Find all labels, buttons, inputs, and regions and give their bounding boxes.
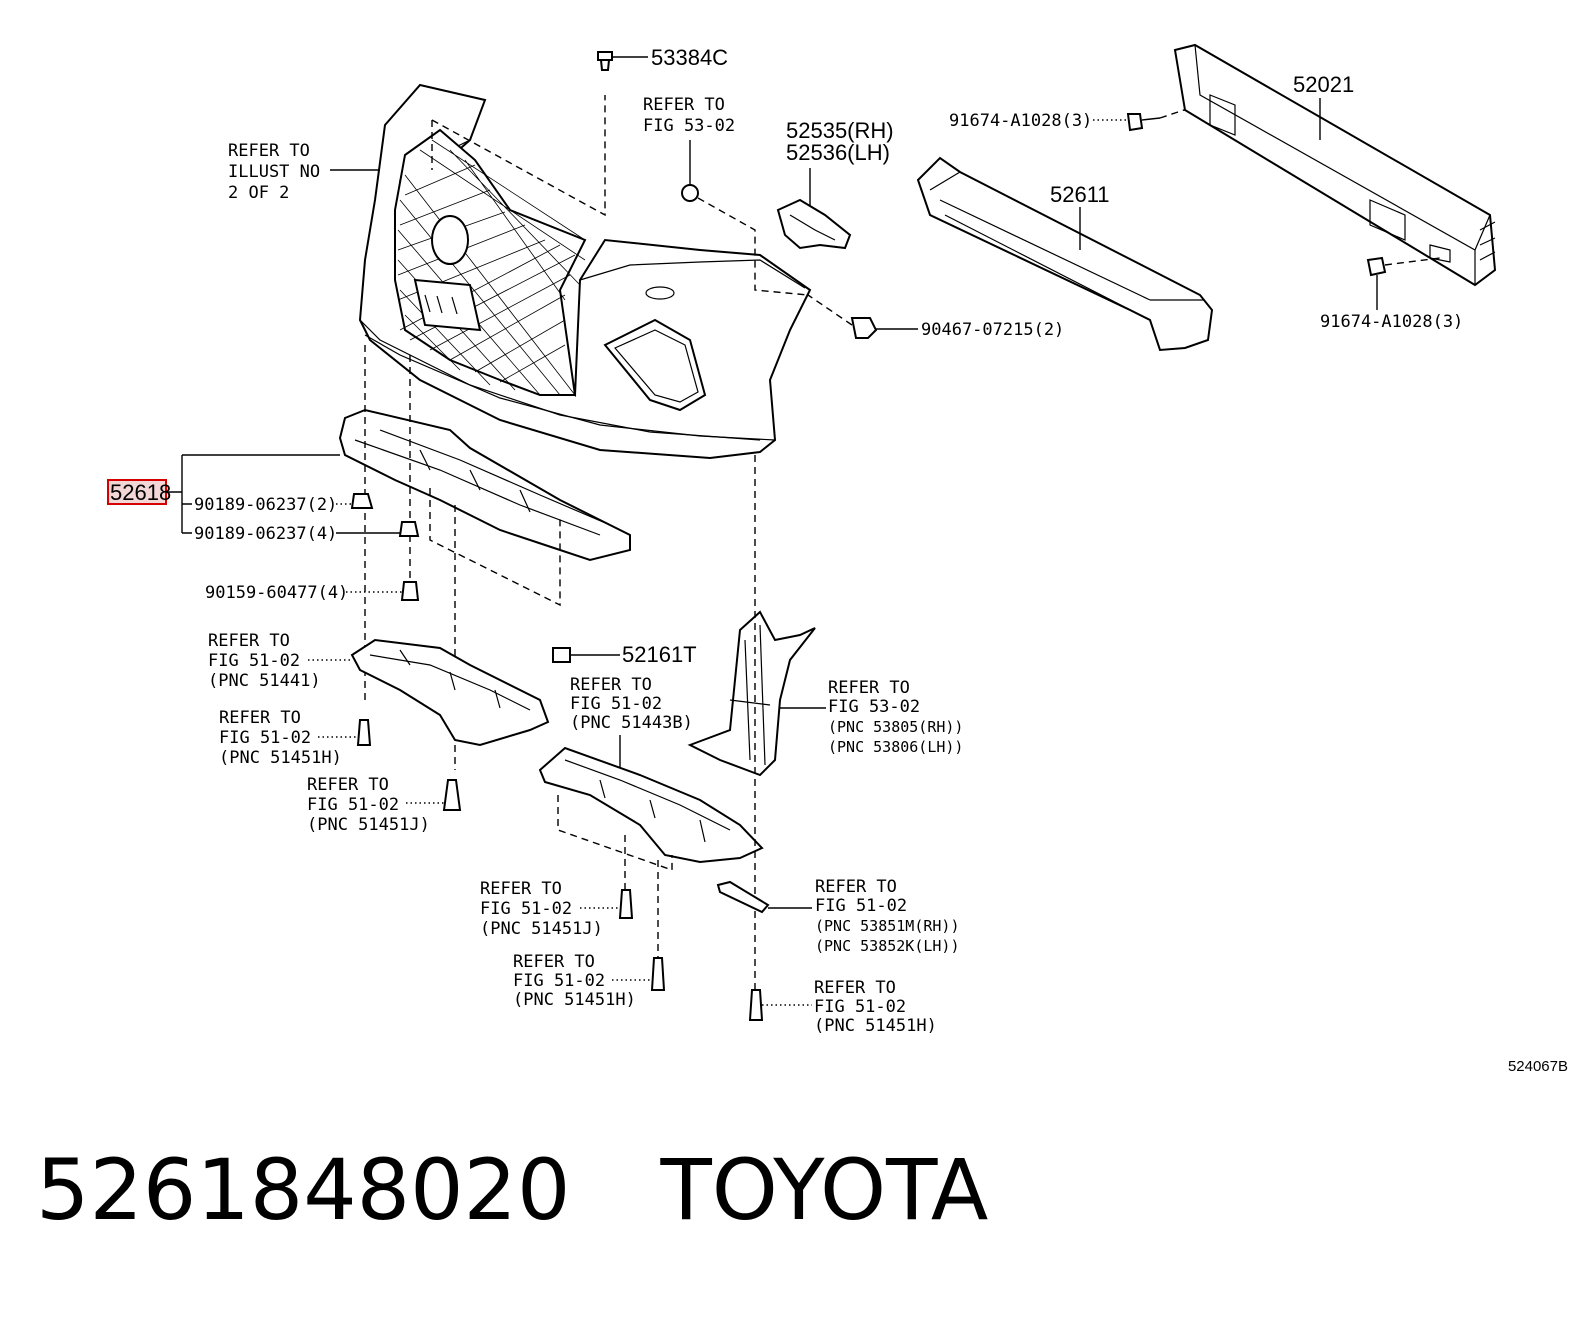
svg-text:FIG 51-02: FIG 51-02 [815,896,907,916]
svg-text:(PNC 51451H): (PNC 51451H) [814,1016,937,1036]
refer-illust: REFER TO ILLUST NO 2 OF 2 [228,141,380,203]
svg-text:FIG 53-02: FIG 53-02 [643,116,735,136]
clip-90189-b: 90189-06237(4) [194,521,420,544]
label-53384c: 53384C [651,45,728,70]
svg-text:(PNC 51451J): (PNC 51451J) [480,919,603,939]
bolt-51451h-b: REFER TO FIG 51-02 (PNC 51451H) [513,952,666,1010]
under-cover-52618 [338,345,631,770]
clip-52161t: 52161T [552,642,697,667]
svg-text:(PNC 53851M(RH)): (PNC 53851M(RH)) [815,917,960,935]
svg-text:2 OF 2: 2 OF 2 [228,183,289,203]
bolt-51451h-c: REFER TO FIG 51-02 (PNC 51451H) [748,978,937,1036]
refer-53-02-top: REFER TO FIG 53-02 [643,95,809,296]
diagram-code: 524067B [1507,1058,1568,1075]
svg-text:90467-07215(2): 90467-07215(2) [921,320,1064,340]
bolt-51451j-b: REFER TO FIG 51-02 (PNC 51451J) [480,879,634,939]
clip-90189-a: 90189-06237(2) [194,493,374,515]
svg-text:(PNC 53852K(LH)): (PNC 53852K(LH)) [815,937,960,955]
brand-name: TOYOTA [660,1141,989,1239]
svg-text:REFER TO: REFER TO [228,141,310,161]
svg-text:90159-60477(4): 90159-60477(4) [205,583,348,603]
svg-text:REFER TO: REFER TO [513,952,595,972]
svg-text:91674-A1028(3): 91674-A1028(3) [1320,312,1463,332]
svg-text:(PNC 51451J): (PNC 51451J) [307,815,430,835]
clip-icon [681,184,699,202]
svg-text:REFER TO: REFER TO [643,95,725,115]
svg-text:91674-A1028(3): 91674-A1028(3) [949,111,1092,131]
svg-text:FIG 51-02: FIG 51-02 [219,728,311,748]
svg-text:REFER TO: REFER TO [814,978,896,998]
svg-text:52536(LH): 52536(LH) [786,140,890,165]
clip-90467: 90467-07215(2) [807,294,1064,340]
svg-text:FIG 51-02: FIG 51-02 [208,651,300,671]
svg-text:52611: 52611 [1050,182,1110,207]
svg-text:REFER TO: REFER TO [480,879,562,899]
svg-text:90189-06237(2): 90189-06237(2) [194,495,337,515]
label-52618: 52618 [110,480,171,505]
svg-text:FIG 51-02: FIG 51-02 [307,795,399,815]
svg-text:52535(RH): 52535(RH) [786,118,894,143]
svg-text:ILLUST NO: ILLUST NO [228,162,320,182]
bracket-52535: 52535(RH) 52536(LH) [776,118,894,250]
seal-53851m: REFER TO FIG 51-02 (PNC 53851M(RH)) (PNC… [716,877,960,955]
part-number: 5261848020 [36,1141,571,1239]
emblem-icon [431,215,469,265]
svg-text:52021: 52021 [1293,72,1354,97]
svg-text:FIG 51-02: FIG 51-02 [480,899,572,919]
bolt-91674-top: 91674-A1028(3) [949,107,1191,132]
svg-text:REFER TO: REFER TO [219,708,301,728]
svg-text:90189-06237(4): 90189-06237(4) [194,524,337,544]
clip-53384c: 53384C [597,45,728,71]
svg-text:FIG 51-02: FIG 51-02 [570,694,662,714]
cover-51443b: REFER TO FIG 51-02 (PNC 51443B) [538,675,764,958]
bolt-51451h-a: REFER TO FIG 51-02 (PNC 51451H) [219,708,372,768]
bolt-91674-right: 91674-A1028(3) [1320,256,1463,332]
svg-text:REFER TO: REFER TO [570,675,652,695]
svg-text:(PNC 51451H): (PNC 51451H) [219,748,342,768]
svg-text:FIG 53-02: FIG 53-02 [828,697,920,717]
svg-text:FIG 51-02: FIG 51-02 [814,997,906,1017]
svg-text:REFER TO: REFER TO [307,775,389,795]
svg-text:(PNC 53806(LH)): (PNC 53806(LH)) [828,738,963,756]
bolt-90159: 90159-60477(4) [205,581,420,603]
cover-51441: REFER TO FIG 51-02 (PNC 51441) [208,631,550,747]
svg-text:(PNC 53805(RH)): (PNC 53805(RH)) [828,718,963,736]
svg-text:(PNC 51441): (PNC 51441) [208,671,321,691]
part-footer: 5261848020 TOYOTA [36,1140,988,1240]
svg-text:REFER TO: REFER TO [208,631,290,651]
svg-text:52161T: 52161T [622,642,697,667]
svg-text:FIG 51-02: FIG 51-02 [513,971,605,991]
svg-text:REFER TO: REFER TO [828,678,910,698]
bolt-51451j-a: REFER TO FIG 51-02 (PNC 51451J) [307,775,462,835]
absorber-52611: 52611 [916,156,1214,352]
reinforcement-52021: 52021 [1173,43,1497,287]
part-callout-52618[interactable]: 52618 [107,479,171,505]
svg-text:(PNC 51443B): (PNC 51443B) [570,713,693,733]
svg-text:(PNC 51451H): (PNC 51451H) [513,990,636,1010]
svg-text:REFER TO: REFER TO [815,877,897,897]
front-bumper-cover [358,83,812,460]
